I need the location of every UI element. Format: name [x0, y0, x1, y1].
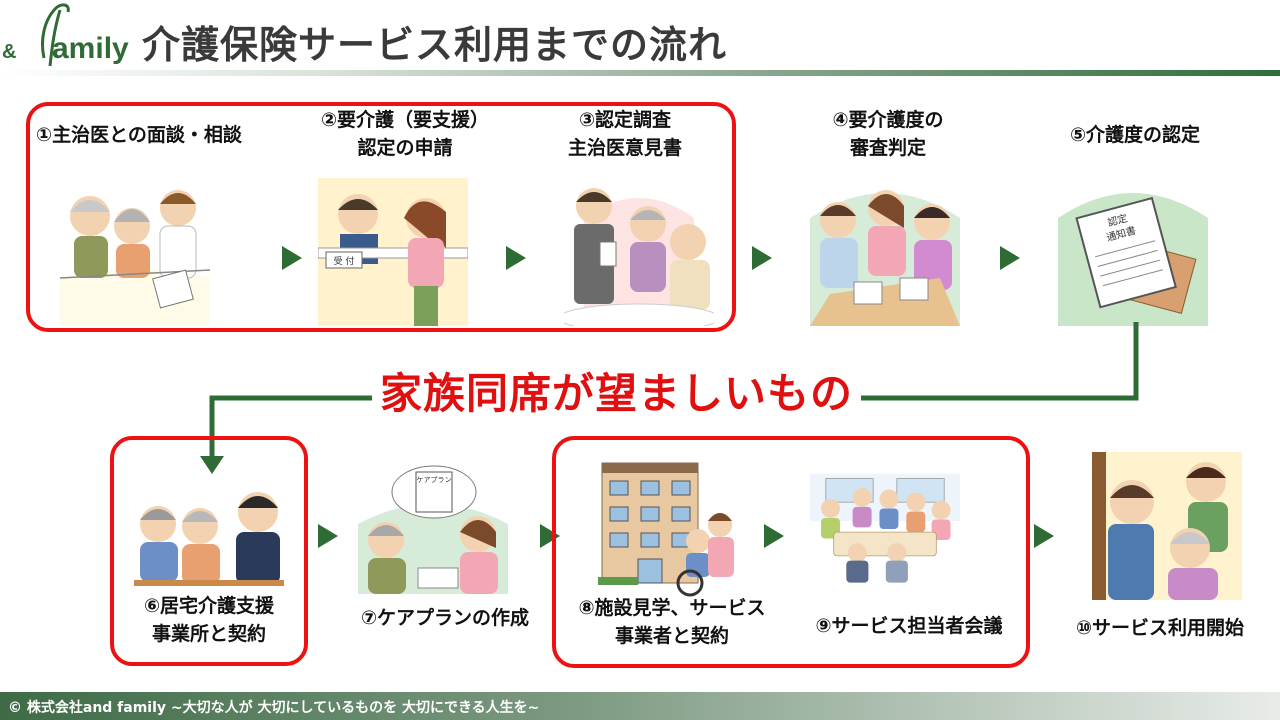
care-plan-creation-illustration: ケアプラン — [358, 465, 508, 594]
svg-text:amily: amily — [52, 32, 129, 65]
step-4-line1: ④要介護度の — [832, 109, 944, 131]
step-2-line1: ②要介護（要支援） — [320, 109, 490, 131]
doctor-consultation-illustration — [60, 190, 210, 326]
step-9-line1: ⑨サービス担当者会議 — [815, 615, 1003, 637]
care-office-contract-illustration — [134, 492, 284, 586]
step-1-line1: ①主治医との面談・相談 — [36, 124, 242, 146]
step-3-label: ③認定調査 主治医意見書 — [536, 106, 714, 162]
arrow-4-to-5 — [1000, 246, 1020, 270]
arrow-3-to-4 — [752, 246, 772, 270]
step-5-line1: ⑤介護度の認定 — [1069, 124, 1201, 146]
footer-copyright: © 株式会社and family ~大切な人が 大切にしているものを 大切にでき… — [8, 700, 540, 716]
service-meeting-illustration — [810, 473, 960, 583]
step-1-label: ①主治医との面談・相談 — [36, 121, 242, 149]
step-2-line2: 認定の申請 — [357, 137, 453, 159]
step-6-line1: ⑥居宅介護支援 — [143, 595, 275, 617]
family-attendance-group-step8-9 — [552, 436, 1030, 668]
step-5-label: ⑤介護度の認定 — [1042, 121, 1228, 149]
arrow-1-to-2 — [282, 246, 302, 270]
family-attendance-note: 家族同席が望ましいもの — [372, 360, 862, 421]
step-8-label: ⑧施設見学、サービス 事業者と契約 — [562, 594, 782, 650]
step-4-line2: 審査判定 — [849, 137, 926, 159]
svg-text:&: & — [2, 41, 16, 63]
step-7-label: ⑦ケアプランの作成 — [344, 604, 546, 632]
arrow-2-to-3 — [506, 246, 526, 270]
certification-notice-illustration: 認定 通知書 — [1058, 193, 1208, 326]
step-6-label: ⑥居宅介護支援 事業所と契約 — [114, 592, 304, 648]
arrow-6-to-7 — [318, 524, 338, 548]
assessment-illustration — [564, 188, 714, 326]
step-8-line1: ⑧施設見学、サービス — [578, 597, 766, 619]
step-6-line2: 事業所と契約 — [151, 623, 266, 645]
application-reception-illustration: 受 付 — [318, 178, 468, 326]
step-2-label: ②要介護（要支援） 認定の申請 — [296, 106, 514, 162]
arrow-8-to-9 — [764, 524, 784, 548]
review-judgement-illustration — [810, 190, 960, 326]
step-10-line1: ⑩サービス利用開始 — [1075, 617, 1245, 639]
step-8-line2: 事業者と契約 — [614, 625, 729, 647]
facility-tour-illustration — [598, 462, 734, 597]
care-plan-sheet-label: ケアプラン — [417, 476, 452, 484]
header-divider — [0, 70, 1280, 76]
page-title: 介護保険サービス利用までの流れ — [142, 23, 728, 67]
family-logo: & amily — [2, 3, 129, 67]
step-4-label: ④要介護度の 審査判定 — [808, 106, 968, 162]
step-9-label: ⑨サービス担当者会議 — [796, 612, 1022, 640]
service-start-illustration — [1092, 452, 1242, 600]
step-10-label: ⑩サービス利用開始 — [1054, 614, 1266, 642]
step-3-line2: 主治医意見書 — [567, 137, 682, 159]
arrow-9-to-10 — [1034, 524, 1054, 548]
reception-sign: 受 付 — [334, 255, 355, 267]
step-3-line1: ③認定調査 — [578, 109, 672, 131]
family-attendance-group-top — [26, 102, 736, 332]
footer-bar — [0, 692, 1280, 720]
family-attendance-group-step6 — [110, 436, 308, 666]
step-7-line1: ⑦ケアプランの作成 — [360, 607, 530, 629]
